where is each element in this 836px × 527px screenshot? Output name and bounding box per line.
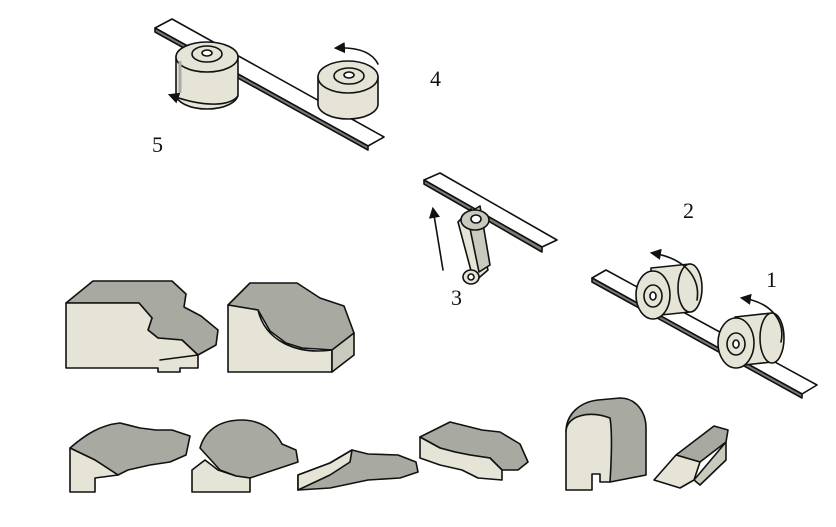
- molding-profile-small-1: [69, 422, 191, 493]
- stage-4-5-rollers: [154, 18, 385, 151]
- feed-arrow-up: [428, 206, 444, 271]
- roller-lower-bottom: [717, 312, 785, 369]
- rotation-arrow-upper-bottom: [649, 248, 699, 301]
- step-label-2: 2: [683, 198, 694, 223]
- roller-right-top: [317, 60, 379, 120]
- step-label-4: 4: [430, 66, 441, 91]
- rotation-arrow-right-top: [333, 42, 379, 65]
- workpiece-strip-middle: [423, 172, 558, 253]
- molding-profile-large-ogee: [65, 280, 219, 373]
- molding-profile-cove: [227, 282, 355, 373]
- stage-3-guide: [423, 172, 558, 285]
- stage-1-2-rollers: [591, 248, 818, 399]
- step-label-5: 5: [152, 132, 163, 157]
- guide-arm: [457, 205, 491, 285]
- molding-profile-small-6: [653, 425, 729, 489]
- molding-profile-small-5: [565, 397, 647, 491]
- rotation-arrow-lower-bottom: [739, 293, 783, 343]
- step-label-1: 1: [766, 267, 777, 292]
- rotation-arrow-left-top: [167, 92, 239, 105]
- roller-left-top: [175, 41, 239, 110]
- roller-upper-bottom: [635, 263, 703, 320]
- molding-profile-small-4: [419, 421, 529, 481]
- step-label-3: 3: [451, 285, 462, 310]
- molding-profile-small-2: [191, 419, 299, 493]
- molding-profile-small-3: [297, 449, 419, 491]
